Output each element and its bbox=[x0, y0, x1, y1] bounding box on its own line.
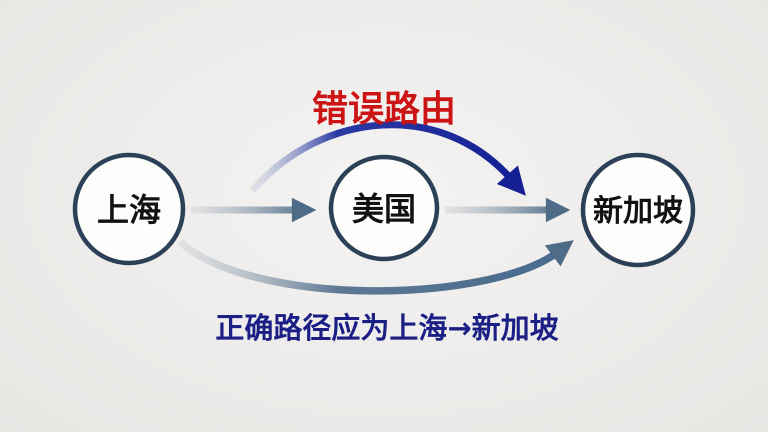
node-singapore: 新加坡 bbox=[580, 152, 696, 268]
node-shanghai: 上海 bbox=[72, 152, 186, 266]
node-usa-label: 美国 bbox=[352, 190, 416, 228]
node-usa-circle bbox=[328, 154, 440, 262]
node-singapore-label: 新加坡 bbox=[593, 194, 683, 229]
node-shanghai-circle bbox=[72, 152, 186, 266]
correct-route-curve-arrow bbox=[177, 239, 574, 295]
correct-route-caption: 正确路径应为上海→新加坡 bbox=[215, 311, 558, 345]
node-shanghai-label: 上海 bbox=[97, 191, 161, 229]
node-singapore-circle bbox=[580, 152, 696, 268]
wrong-route-curve-arrow bbox=[249, 121, 526, 196]
wrong-route-label: 错误路由 bbox=[312, 89, 456, 130]
node-usa: 美国 bbox=[328, 154, 440, 262]
